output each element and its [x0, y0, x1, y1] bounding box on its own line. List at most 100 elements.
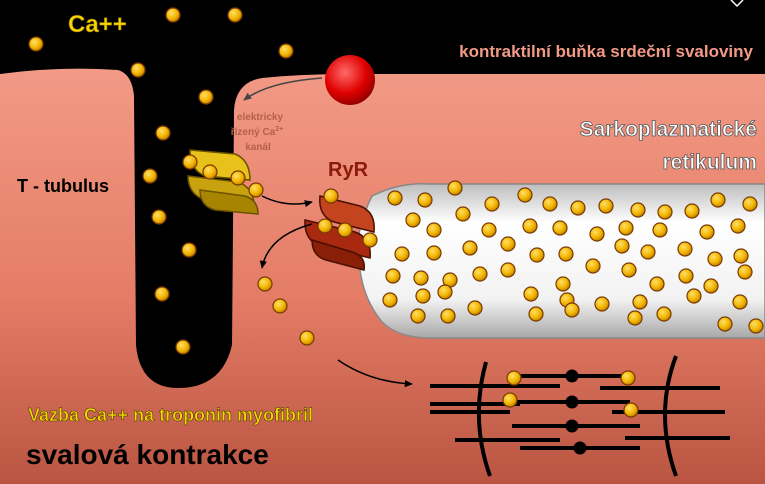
calcium-ion: [338, 223, 352, 237]
calcium-ion: [518, 188, 532, 202]
troponin-label: Vazba Ca++ na troponin myofibril: [28, 405, 313, 425]
calcium-ion: [734, 249, 748, 263]
calcium-ion: [653, 223, 667, 237]
calcium-ion: [571, 201, 585, 215]
calcium-ion: [473, 267, 487, 281]
calcium-ion: [590, 227, 604, 241]
calcium-ion: [386, 269, 400, 283]
channel-label-line3: kanál: [245, 142, 271, 153]
calcium-ion: [543, 197, 557, 211]
calcium-ion: [733, 295, 747, 309]
calcium-ion: [621, 371, 635, 385]
calcium-ion: [324, 189, 338, 203]
calcium-ion: [463, 241, 477, 255]
calcium-ion: [414, 271, 428, 285]
cell-title: kontraktilní buňka srdeční svaloviny: [459, 42, 753, 61]
calcium-ion: [427, 223, 441, 237]
calcium-ion: [418, 193, 432, 207]
calcium-ion: [524, 287, 538, 301]
calcium-ion: [628, 311, 642, 325]
calcium-ion: [482, 223, 496, 237]
calcium-ion: [501, 263, 515, 277]
calcium-ion: [388, 191, 402, 205]
calcium-ion: [249, 183, 263, 197]
calcium-ion: [182, 243, 196, 257]
calcium-ion: [507, 371, 521, 385]
channel-label-sup: 2+: [275, 126, 283, 133]
sr-label-line1: Sarkoplazmatické: [580, 118, 757, 141]
calcium-ion: [687, 289, 701, 303]
calcium-ion: [700, 225, 714, 239]
calcium-ion: [523, 219, 537, 233]
calcium-ion: [624, 403, 638, 417]
calcium-ion: [300, 331, 314, 345]
calcium-ion: [231, 171, 245, 185]
calcium-ion: [143, 169, 157, 183]
calcium-ion: [595, 297, 609, 311]
channel-label-line1: elektricky: [237, 112, 284, 123]
calcium-ion: [559, 247, 573, 261]
calcium-ion: [199, 90, 213, 104]
t-tubulus-label: T - tubulus: [17, 176, 109, 196]
calcium-ion: [619, 221, 633, 235]
calcium-ion: [650, 277, 664, 291]
calcium-ion: [318, 219, 332, 233]
calcium-ion: [553, 221, 567, 235]
calcium-ion: [749, 319, 763, 333]
calcium-ion: [678, 242, 692, 256]
calcium-ion: [406, 213, 420, 227]
calcium-ion: [456, 207, 470, 221]
calcium-ion: [279, 44, 293, 58]
calcium-ion: [586, 259, 600, 273]
calcium-ion: [156, 126, 170, 140]
calcium-ion: [416, 289, 430, 303]
calcium-ion: [228, 8, 242, 22]
calcium-ion: [485, 197, 499, 211]
calcium-ion: [427, 246, 441, 260]
calcium-ion: [203, 165, 217, 179]
calcium-ion: [501, 237, 515, 251]
calcium-ion: [657, 307, 671, 321]
contraction-label: svalová kontrakce: [26, 439, 269, 470]
calcium-ion: [711, 193, 725, 207]
calcium-ion: [273, 299, 287, 313]
calcium-ion: [155, 287, 169, 301]
ryr-label: RyR: [328, 159, 369, 181]
calcium-ion: [441, 309, 455, 323]
calcium-ion: [599, 199, 613, 213]
calcium-ion: [685, 204, 699, 218]
calcium-ion: [395, 247, 409, 261]
calcium-ion: [152, 210, 166, 224]
calcium-ion: [258, 277, 272, 291]
calcium-ion: [166, 8, 180, 22]
calcium-ion: [530, 248, 544, 262]
calcium-ion: [176, 340, 190, 354]
calcium-ion: [556, 277, 570, 291]
sr-label-line2: retikulum: [662, 151, 757, 174]
calcium-ion: [448, 181, 462, 195]
calcium-ion: [438, 285, 452, 299]
ca-label: Ca++: [68, 11, 127, 38]
calcium-ion: [468, 301, 482, 315]
calcium-ion: [704, 279, 718, 293]
calcium-ion: [641, 245, 655, 259]
calcium-ion: [622, 263, 636, 277]
calcium-ion: [679, 269, 693, 283]
calcium-ion: [631, 203, 645, 217]
calcium-ion: [738, 265, 752, 279]
calcium-ion: [529, 307, 543, 321]
calcium-ion: [383, 293, 397, 307]
calcium-ion: [183, 155, 197, 169]
calcium-ion: [363, 233, 377, 247]
calcium-ion: [29, 37, 43, 51]
calcium-ion: [131, 63, 145, 77]
calcium-ion: [731, 219, 745, 233]
calcium-ion: [503, 393, 517, 407]
channel-label-main: řízený Ca: [231, 127, 276, 138]
calcium-ion: [615, 239, 629, 253]
red-stimulus-ball-icon: [325, 55, 375, 105]
calcium-ion: [658, 205, 672, 219]
calcium-ion: [633, 295, 647, 309]
